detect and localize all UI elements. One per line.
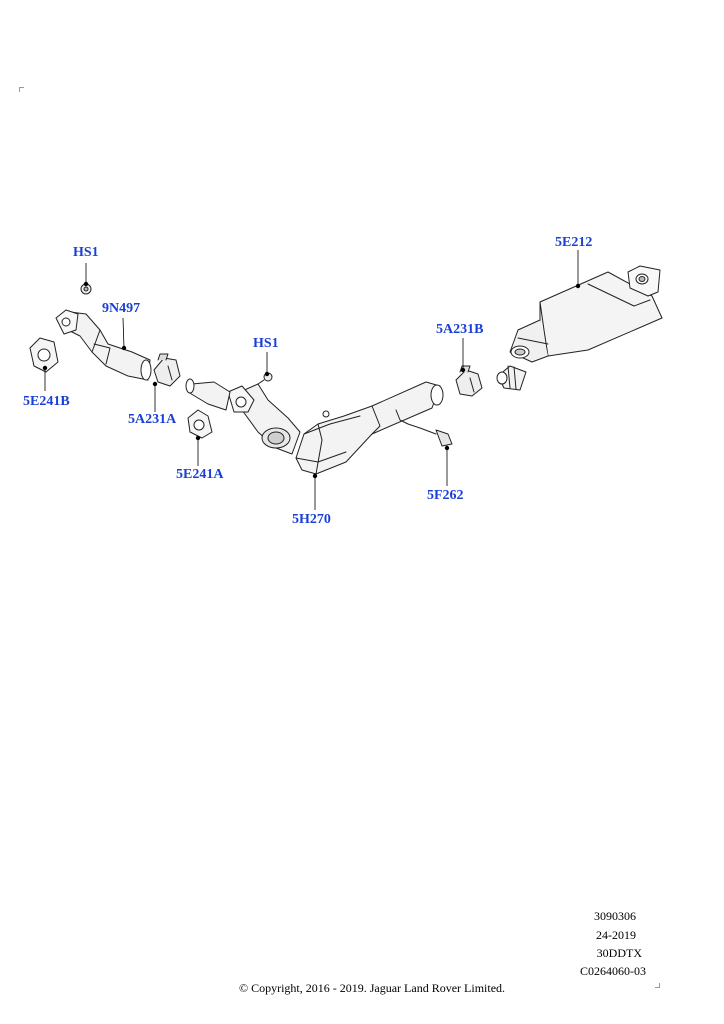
heat-shield-bracket[interactable] (322, 409, 453, 447)
footer-code-1: 3090306 (594, 909, 636, 923)
footer-code-4: C0264060-03 (580, 964, 646, 978)
callout-5f262[interactable]: 5F262 (427, 488, 464, 503)
clamp-5a231b[interactable] (455, 365, 483, 397)
callout-5e212[interactable]: 5E212 (555, 235, 593, 250)
gasket-5e241b[interactable] (29, 337, 59, 373)
footer-code-2: 24-2019 (596, 928, 636, 942)
callout-5a231b[interactable]: 5A231B (436, 322, 484, 337)
clamp-5a231a[interactable] (153, 353, 181, 387)
callout-5a231a[interactable]: 5A231A (128, 412, 177, 427)
catalytic-converter[interactable] (295, 381, 444, 475)
crop-mark-top-left (19, 87, 24, 92)
front-pipe[interactable] (185, 378, 301, 455)
rear-muffler[interactable] (509, 265, 663, 363)
front-flex-pipe[interactable] (55, 309, 152, 381)
callout-5h270[interactable]: 5H270 (292, 512, 331, 527)
callout-5e241b[interactable]: 5E241B (23, 394, 70, 409)
copyright-notice: © Copyright, 2016 - 2019. Jaguar Land Ro… (238, 981, 506, 995)
callout-hs1-mid[interactable]: HS1 (253, 336, 279, 351)
callout-9n497[interactable]: 9N497 (102, 301, 141, 316)
footer-code-3: 30DDTX (596, 946, 642, 960)
callout-5e241a[interactable]: 5E241A (176, 467, 224, 482)
rear-pipe-connector[interactable] (496, 365, 527, 391)
gasket-5e241a[interactable] (187, 409, 213, 439)
callout-hs1-upper[interactable]: HS1 (73, 245, 99, 260)
leader-lines (42, 250, 581, 510)
crop-mark-bottom-right (655, 983, 660, 988)
